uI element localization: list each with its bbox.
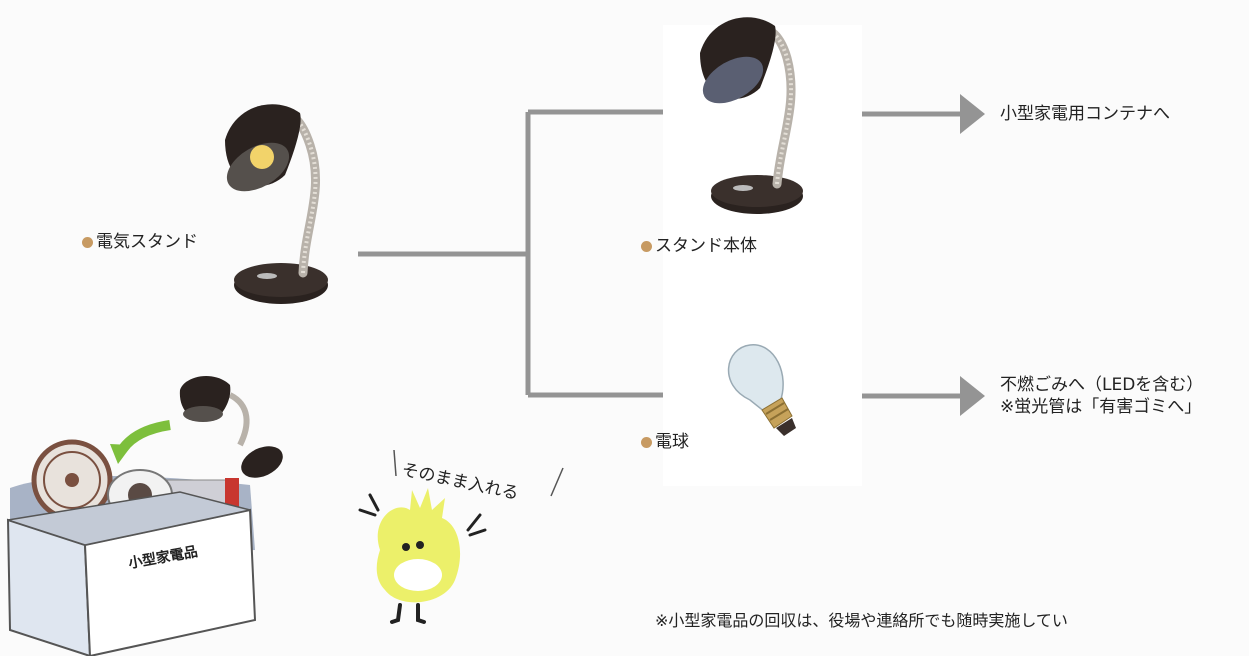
bulb-destination-line2: ※蛍光管は「有害ゴミへ」 [1000, 397, 1202, 417]
desk-lamp-body-icon [700, 17, 803, 214]
mascot-icon [358, 488, 487, 624]
lamp-label-text: 電気スタンド [96, 232, 198, 252]
desk-lamp-icon [179, 375, 283, 478]
bulb-label: 電球 [641, 432, 689, 452]
footnote: ※小型家電品の回収は、役場や連絡所でも随時実施してい [655, 611, 1068, 630]
bullet-dot [641, 436, 652, 448]
arrow-right-icon [960, 376, 985, 416]
bulb-destination-line1: 不燃ごみへ（LEDを含む） [1000, 375, 1204, 395]
bullet-dot [641, 240, 652, 252]
desk-lamp-icon [225, 104, 328, 304]
speech-marks [393, 449, 564, 497]
bulb-label-text: 電球 [655, 432, 689, 452]
stand-body-label: スタンド本体 [641, 236, 757, 256]
stand-body-label-text: スタンド本体 [655, 236, 757, 256]
drop-arrow-head-icon [110, 444, 132, 464]
arrow-right-icon [960, 94, 985, 134]
light-bulb-icon [727, 344, 796, 436]
lamp-label: 電気スタンド [82, 232, 198, 252]
stand-destination: 小型家電用コンテナへ [1000, 104, 1170, 124]
bullet-dot [82, 236, 93, 248]
recycle-box-illustration [6, 375, 283, 656]
